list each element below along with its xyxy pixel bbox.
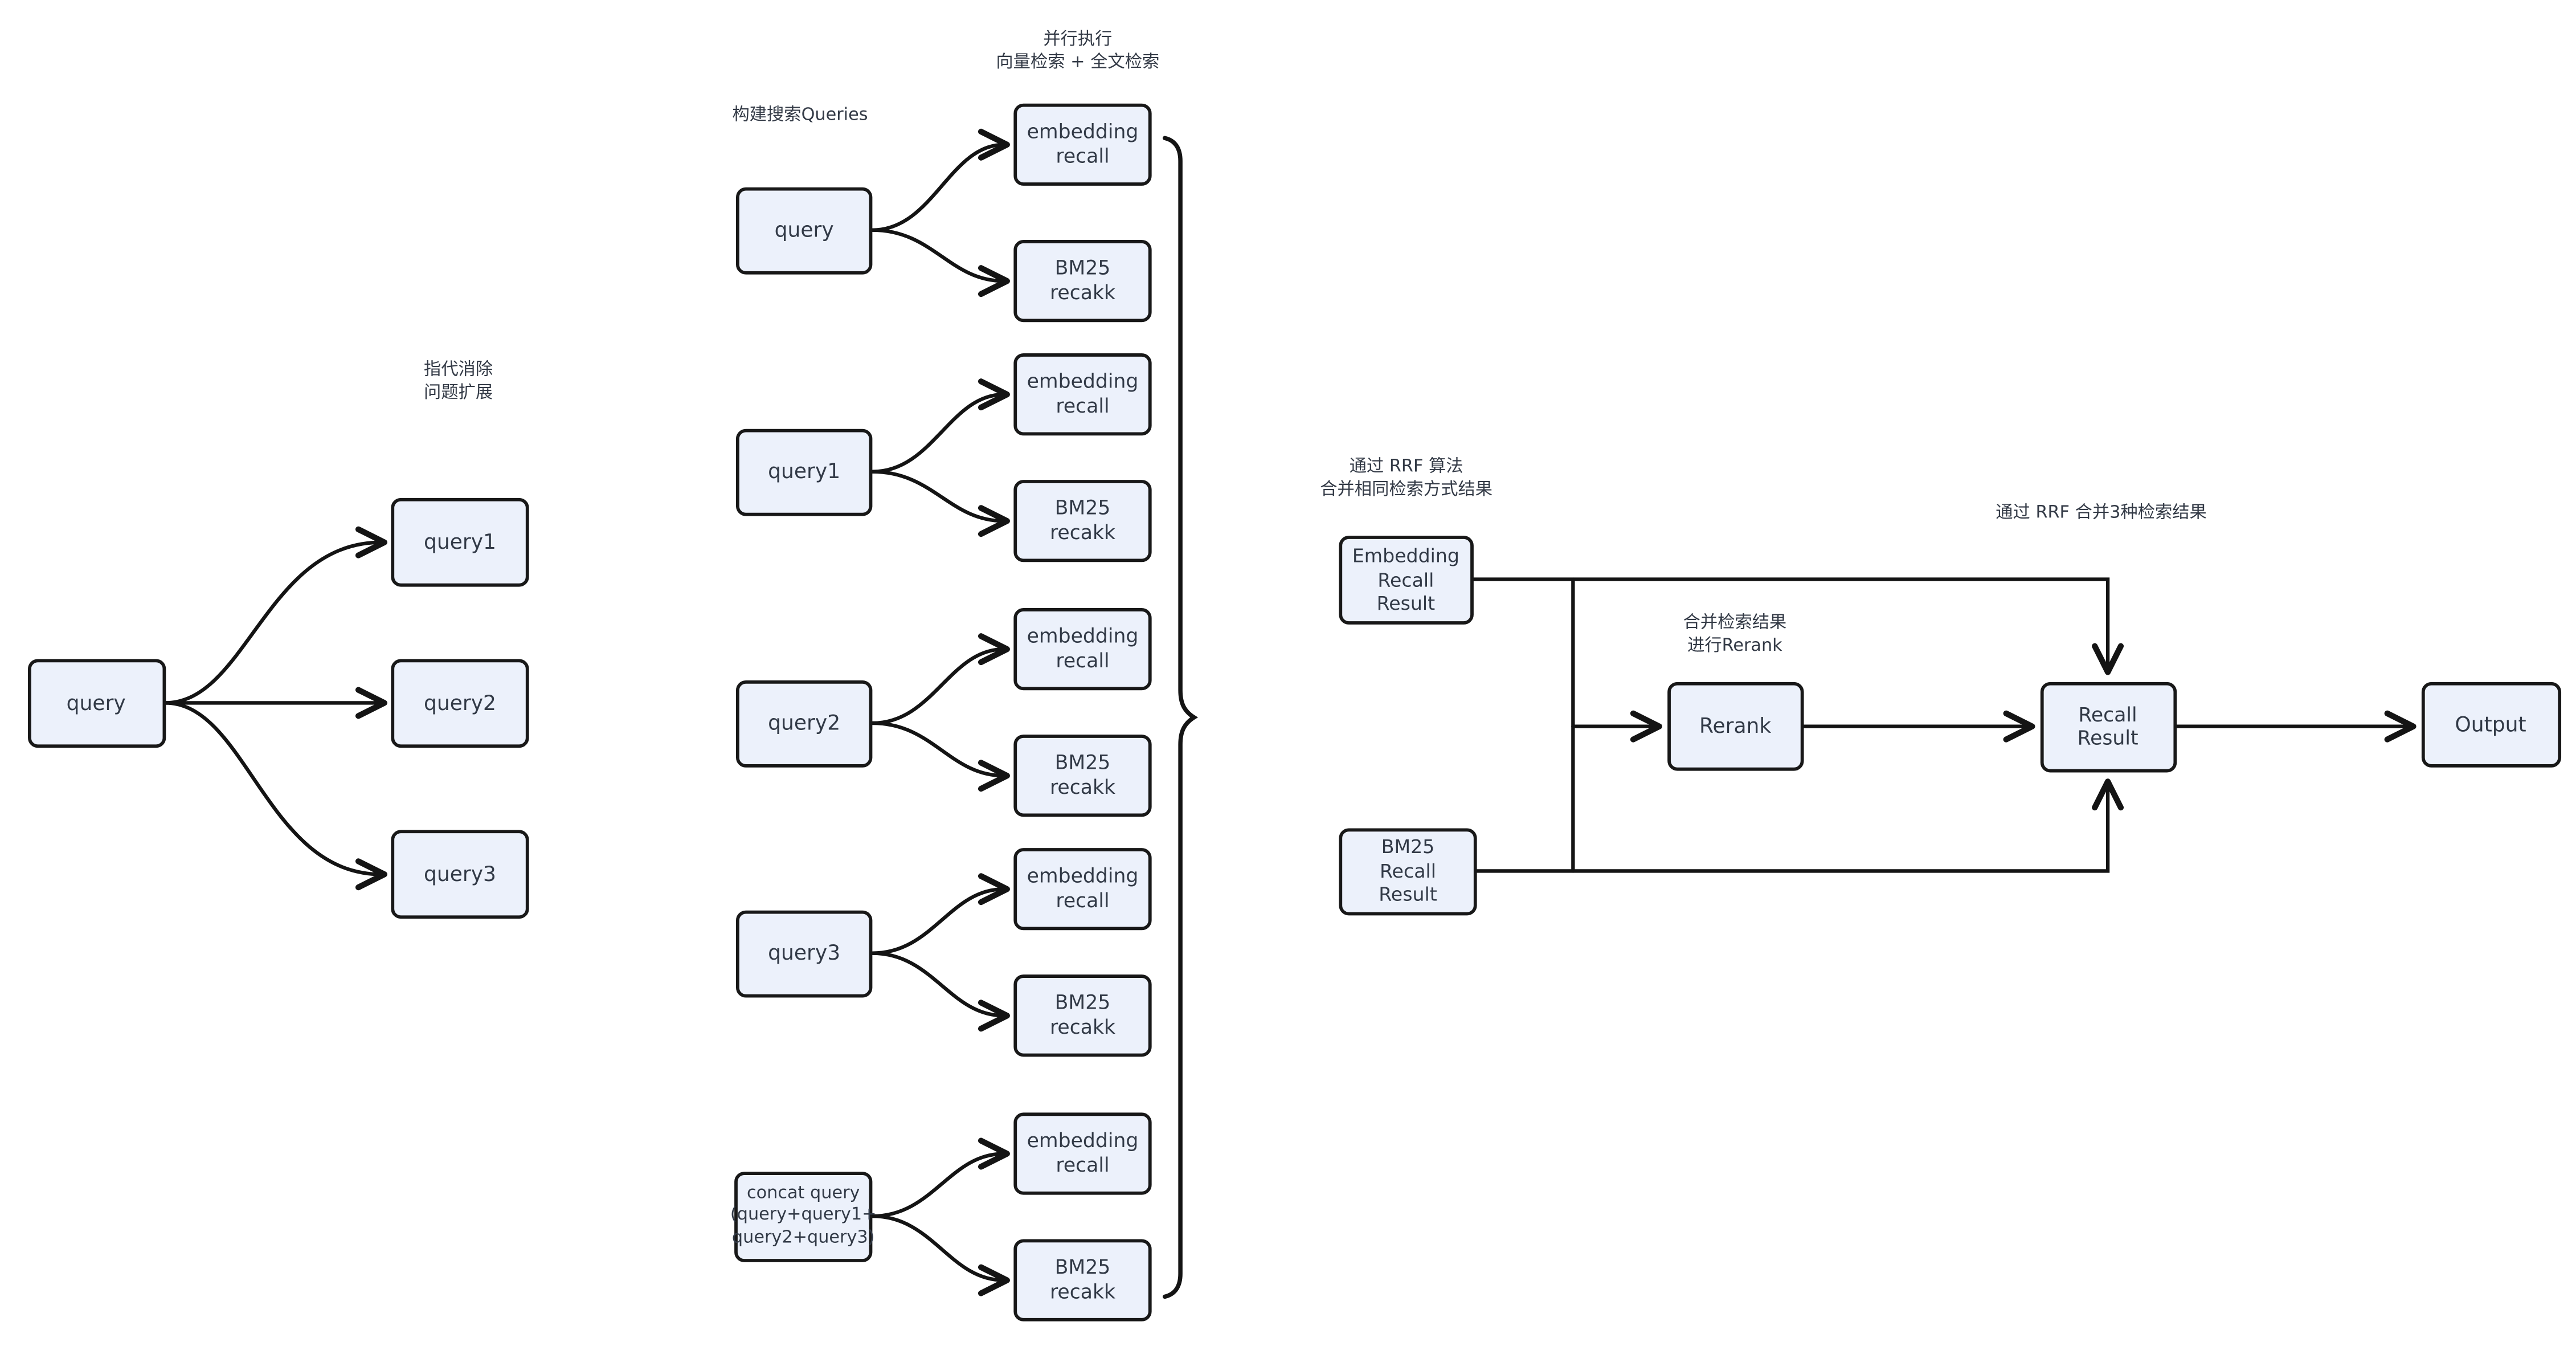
node-bm25-recall-5: BM25 recakk [1013,1239,1152,1322]
node-bm25-recall-2: BM25 recakk [1013,480,1152,562]
edge-mq1-to-bm25 [870,228,1010,297]
label-build-queries: 构建搜索Queries [732,105,868,125]
edge-mq5-to-bm25 [870,1214,1010,1296]
node-bm25-recall-3: BM25 recakk [1013,735,1152,817]
node-embedding-recall-result: Embedding Recall Result [1338,536,1474,624]
node-query2-mid: query2 [736,679,873,767]
label-parallel-exec: 并行执行 向量检索 + 全文检索 [996,28,1160,72]
node-query3-mid: query3 [736,910,873,997]
edge-query-to-query3 [163,701,387,891]
label-merge-rerank: 合并检索结果 进行Rerank [1683,613,1787,656]
node-bm25-recall-result: BM25 Recall Result [1339,827,1477,915]
node-embedding-recall-3: embedding recall [1013,608,1152,691]
node-query1-left: query1 [391,497,529,587]
edge-mq3-to-bm25 [870,721,1010,792]
node-bm25-recall-1: BM25 recakk [1013,240,1152,323]
node-concat-query: concat query (query+query1+ query2+query… [730,1171,877,1262]
edge-mq5-to-embedding [870,1137,1010,1218]
node-rerank: Rerank [1666,681,1804,771]
edge-mq2-to-embedding [870,378,1010,474]
node-embedding-recall-4: embedding recall [1013,848,1152,931]
brace-parallel-group [1162,136,1199,1299]
node-recall-result: Recall Result [2039,682,2176,772]
node-query3-left: query3 [391,830,529,919]
node-output: Output [2420,682,2561,768]
node-query2-left: query2 [391,658,529,747]
label-coref-expand: 指代消除 问题扩展 [424,359,493,402]
edge-mq4-to-embedding [870,873,1010,955]
edge-bm25-result-to-recall-result [1475,778,2124,873]
edge-mq4-to-bm25 [870,951,1010,1032]
label-rrf-three-results: 通过 RRF 合并3种检索结果 [1996,502,2207,522]
node-query1-mid: query1 [736,428,873,516]
edge-mq2-to-bm25 [870,470,1010,537]
node-query-left: query [27,658,165,747]
edge-mq1-to-embedding [870,128,1010,232]
node-embedding-recall-5: embedding recall [1013,1112,1152,1195]
edge-query-to-query1 [163,526,387,705]
node-embedding-recall-2: embedding recall [1013,353,1152,436]
node-bm25-recall-4: BM25 recakk [1013,974,1152,1057]
edge-embedding-result-to-recall-result [1471,577,2124,675]
label-rrf-same-method: 通过 RRF 算法 合并相同检索方式结果 [1320,456,1493,500]
node-embedding-recall-1: embedding recall [1013,103,1152,186]
node-query-mid: query [736,186,873,274]
edge-mq3-to-embedding [870,633,1010,725]
